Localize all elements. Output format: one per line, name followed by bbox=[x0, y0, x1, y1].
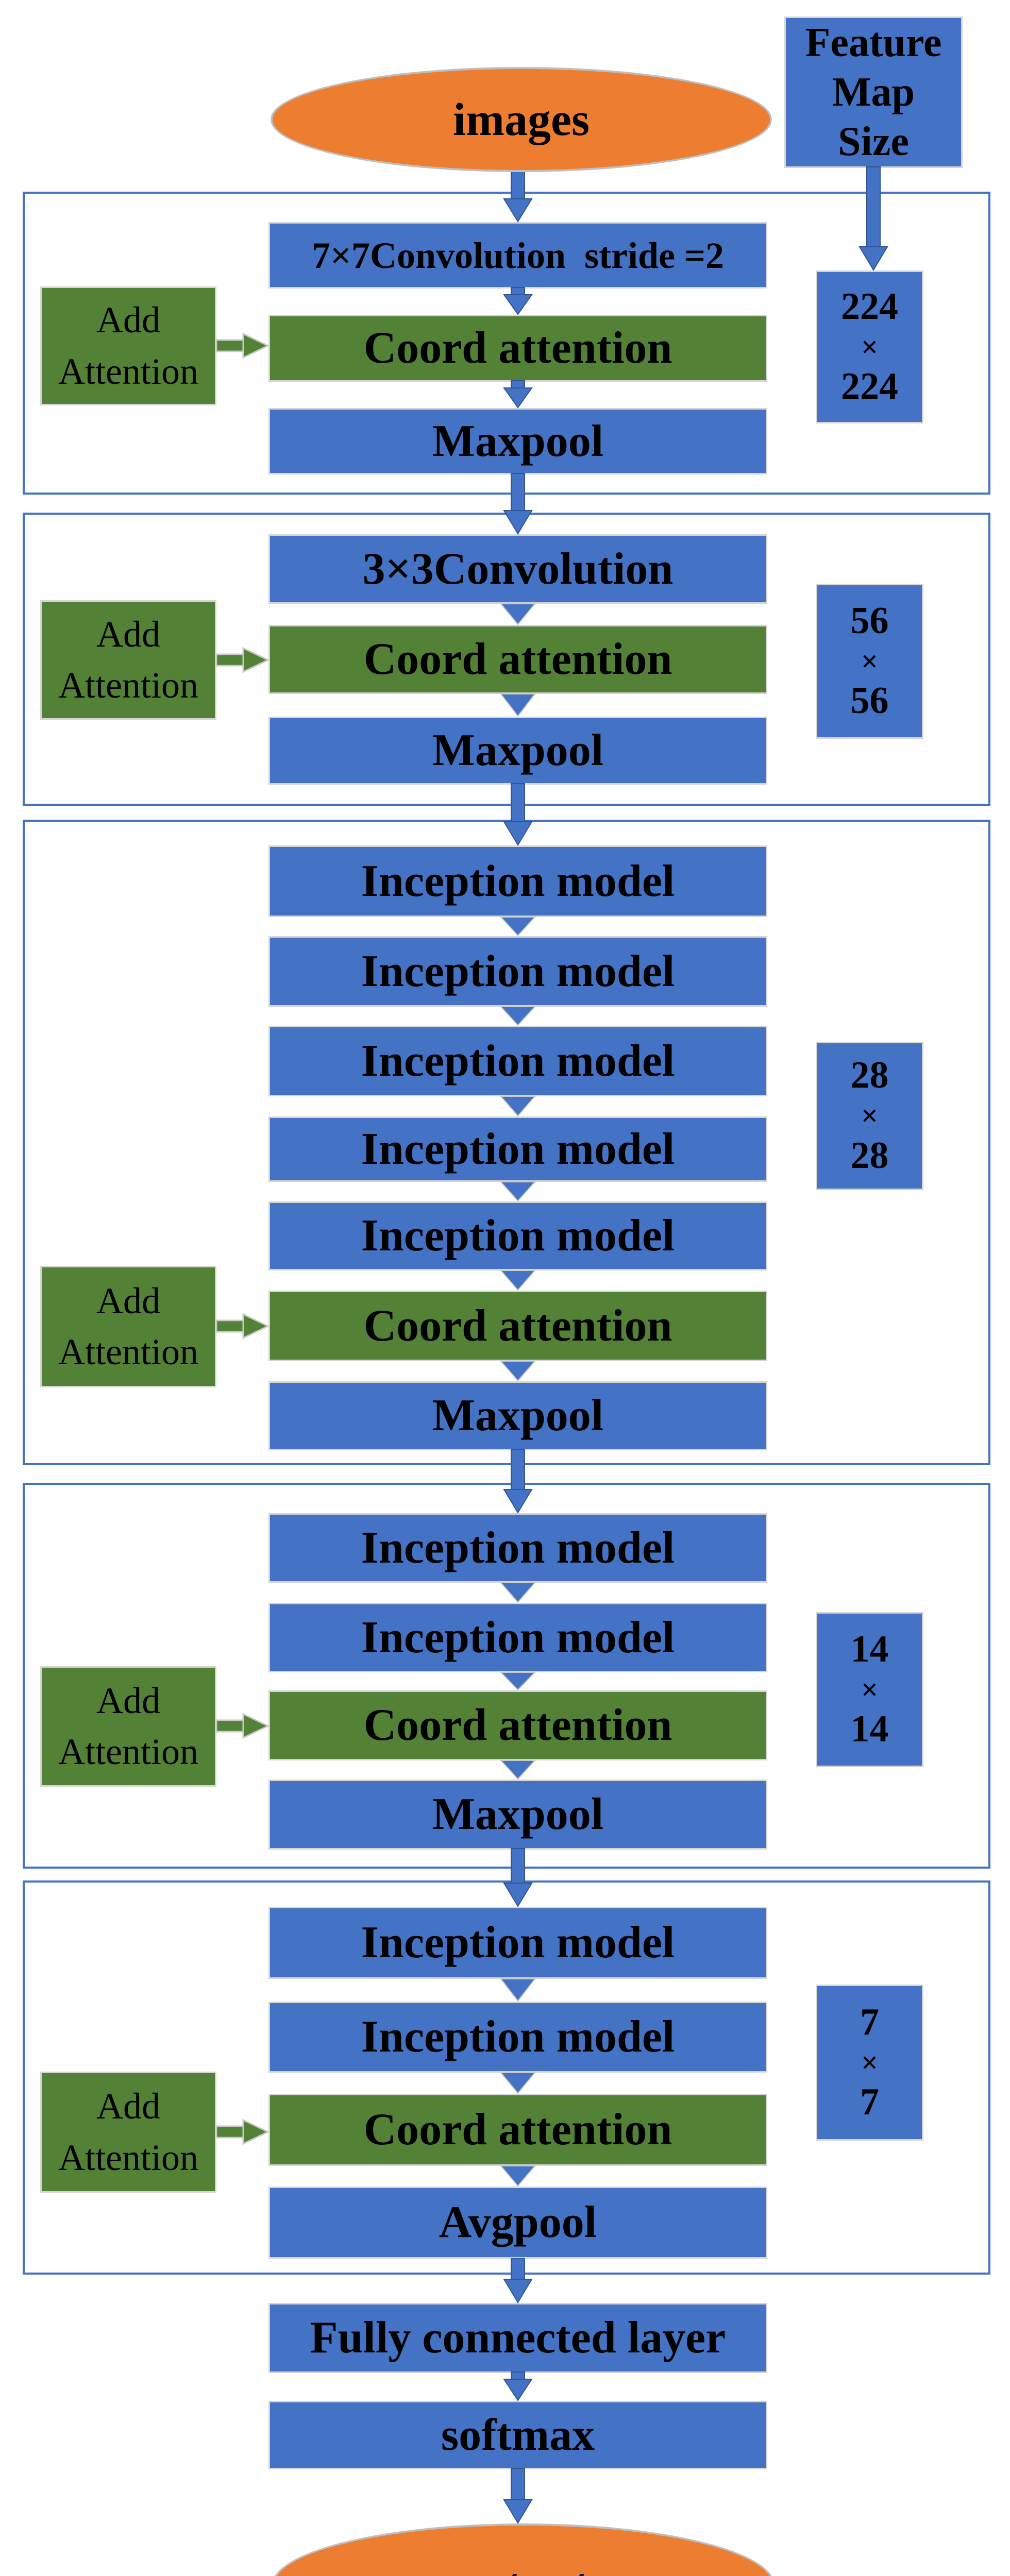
inception-block: Inception model bbox=[268, 1907, 767, 1979]
maxpool-block: Maxpool bbox=[268, 1381, 767, 1450]
stage-1-border bbox=[23, 192, 990, 495]
softmax-block: softmax bbox=[268, 2401, 767, 2469]
size-value: 56 bbox=[850, 599, 889, 642]
multiply-sign: × bbox=[861, 1672, 879, 1706]
add-attention-line: Add bbox=[96, 2086, 160, 2127]
inception-block: Inception model bbox=[268, 1116, 767, 1182]
feature-size-28: 28 × 28 bbox=[816, 1042, 923, 1190]
inception-block: Inception model bbox=[268, 2002, 767, 2073]
feature-size-14: 14 × 14 bbox=[816, 1612, 923, 1767]
feature-size-224: 224 × 224 bbox=[816, 270, 923, 423]
fully-connected-block: Fully connected layer bbox=[268, 2303, 767, 2373]
size-value: 7 bbox=[860, 2001, 879, 2043]
input-label: images bbox=[453, 94, 590, 145]
conv7x7-block: 7×7Convolution stride =2 bbox=[268, 222, 767, 289]
stage-3-border bbox=[23, 820, 990, 1465]
add-attention-line: Attention bbox=[58, 350, 198, 392]
coord-attention-block: Coord attention bbox=[268, 625, 767, 694]
output-label: output bbox=[458, 2558, 589, 2576]
feature-size-56: 56 × 56 bbox=[816, 584, 923, 739]
inception-block: Inception model bbox=[268, 1026, 767, 1096]
maxpool-block: Maxpool bbox=[268, 1780, 767, 1850]
multiply-sign: × bbox=[861, 1099, 879, 1133]
maxpool-block: Maxpool bbox=[268, 408, 767, 474]
multiply-sign: × bbox=[861, 2045, 879, 2079]
coord-attention-block: Coord attention bbox=[268, 2094, 767, 2166]
add-attention-line: Add bbox=[96, 1280, 160, 1321]
maxpool-block: Maxpool bbox=[268, 717, 767, 785]
size-value: 224 bbox=[841, 285, 898, 328]
size-value: 28 bbox=[850, 1054, 889, 1097]
coord-attention-block: Coord attention bbox=[268, 1690, 767, 1760]
add-attention-line: Attention bbox=[58, 1731, 198, 1772]
inception-block: Inception model bbox=[268, 1513, 767, 1583]
legend-line: Map bbox=[832, 70, 915, 115]
inception-block: Inception model bbox=[268, 845, 767, 917]
size-value: 14 bbox=[850, 1628, 889, 1670]
coord-attention-block: Coord attention bbox=[268, 315, 767, 382]
inception-block: Inception model bbox=[268, 936, 767, 1007]
add-attention-box: Add Attention bbox=[40, 1266, 216, 1387]
multiply-sign: × bbox=[861, 644, 879, 678]
legend-line: Feature bbox=[805, 20, 942, 65]
input-ellipse: images bbox=[271, 67, 772, 172]
multiply-sign: × bbox=[861, 330, 879, 364]
add-attention-line: Add bbox=[96, 299, 160, 341]
stage-4-border bbox=[23, 1483, 990, 1869]
add-attention-line: Attention bbox=[58, 1331, 198, 1372]
add-attention-line: Attention bbox=[58, 2137, 198, 2178]
inception-block: Inception model bbox=[268, 1603, 767, 1672]
output-ellipse: output bbox=[272, 2523, 775, 2576]
conv3x3-block: 3×3Convolution bbox=[268, 534, 767, 604]
coord-attention-block: Coord attention bbox=[268, 1291, 767, 1361]
inception-block: Inception model bbox=[268, 1201, 767, 1270]
feature-size-7: 7 × 7 bbox=[816, 1985, 923, 2141]
add-attention-line: Add bbox=[96, 1680, 160, 1721]
add-attention-box: Add Attention bbox=[40, 2072, 216, 2193]
feature-map-size-legend: Feature Map Size bbox=[784, 16, 963, 168]
add-attention-line: Add bbox=[96, 613, 160, 655]
size-value: 56 bbox=[850, 680, 889, 722]
legend-line: Size bbox=[838, 119, 909, 164]
size-value: 14 bbox=[850, 1708, 889, 1751]
size-value: 224 bbox=[841, 365, 898, 408]
add-attention-box: Add Attention bbox=[40, 286, 216, 405]
add-attention-box: Add Attention bbox=[40, 1666, 216, 1787]
add-attention-box: Add Attention bbox=[40, 600, 216, 720]
size-value: 28 bbox=[850, 1134, 889, 1177]
size-value: 7 bbox=[860, 2081, 879, 2124]
add-attention-line: Attention bbox=[58, 665, 198, 706]
stage-5-border bbox=[23, 1880, 990, 2275]
avgpool-block: Avgpool bbox=[268, 2187, 767, 2259]
